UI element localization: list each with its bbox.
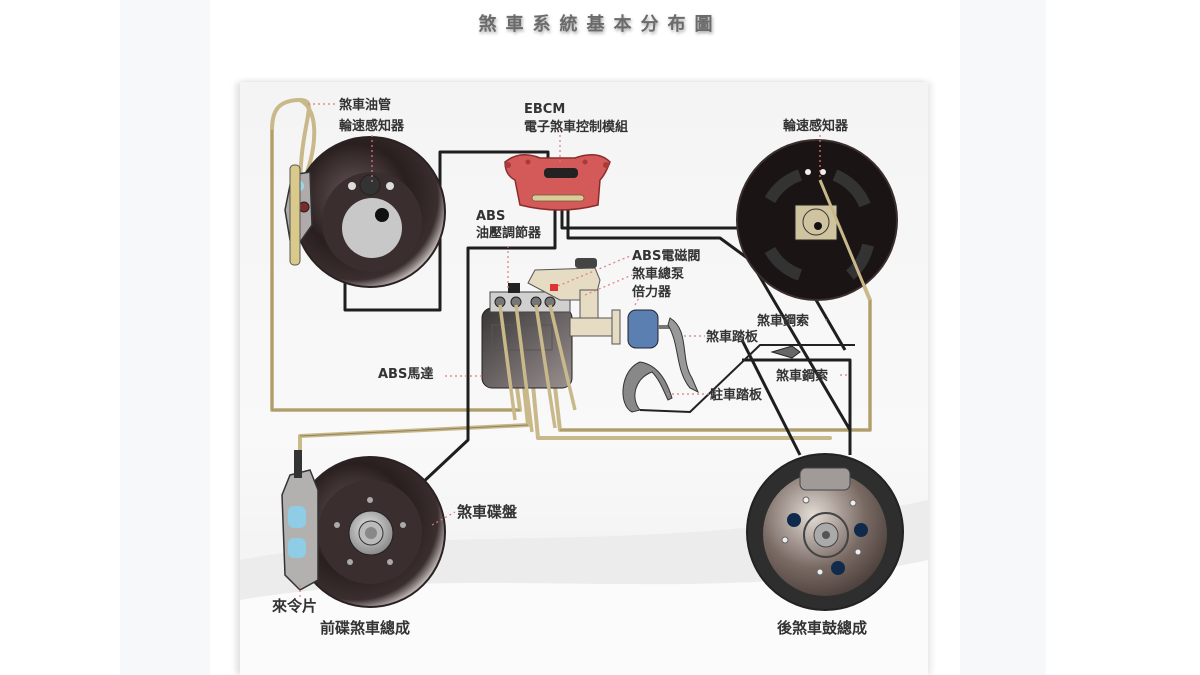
rear-drum-brake-assembly	[746, 453, 904, 611]
parking-pedal-bracket	[639, 344, 855, 414]
label-abs-solenoid: ABS電磁閥	[632, 248, 700, 264]
label-brake-pad: 來令片	[272, 597, 317, 615]
label-ebcm-abbr: EBCM	[524, 102, 565, 117]
label-front-disc-assembly: 前碟煞車總成	[320, 619, 410, 637]
label-abs-modulator-full: 油壓調節器	[476, 225, 542, 241]
wire-abs-module	[566, 170, 852, 431]
label-booster: 倍力器	[632, 284, 672, 300]
label-wheel-sensor-front: 輪速感知器	[339, 118, 405, 134]
abs-to-lines	[498, 304, 577, 433]
brake-line-outlines	[271, 130, 871, 437]
label-rear-drum-assembly: 後煞車鼓總成	[776, 619, 867, 637]
wire-front-right-sensor	[418, 170, 557, 487]
label-wheel-sensor-rear: 輪速感知器	[783, 118, 849, 134]
label-master-cylinder: 煞車總泵	[631, 266, 684, 282]
right-margin-band	[960, 0, 1046, 675]
parking-cable-2	[742, 358, 852, 455]
label-parking-pedal: 駐車踏板	[710, 387, 763, 403]
parking-pedal-shape	[622, 361, 673, 413]
front-caliper	[281, 469, 319, 591]
page-title: 煞車系統基本分布圖	[478, 14, 722, 35]
label-brake-disc: 煞車碟盤	[457, 503, 518, 521]
brake-booster	[627, 309, 672, 349]
brake-line-rear-upper	[818, 179, 872, 301]
ebcm-module	[504, 154, 611, 211]
cable-adjuster	[770, 345, 801, 359]
label-parking-cable-2: 煞車鋼索	[775, 368, 828, 384]
label-ebcm-full: 電子煞車控制模組	[524, 119, 628, 135]
front-disc-brake-assembly	[281, 450, 446, 608]
leader-lines	[299, 103, 850, 600]
left-margin-band	[120, 0, 210, 675]
label-brake-pedal: 煞車踏板	[705, 329, 759, 345]
master-cylinder	[527, 258, 621, 345]
label-abs-motor: ABS馬達	[378, 366, 433, 382]
label-brake-pipe: 煞車油管	[338, 97, 391, 113]
label-parking-cable-1: 煞車鋼索	[756, 313, 809, 329]
front-left-disc-brake	[284, 136, 446, 288]
rear-right-backing-plate	[736, 139, 898, 301]
brake-pedal-shape	[667, 317, 699, 394]
label-abs-modulator-abbr: ABS	[476, 209, 505, 224]
